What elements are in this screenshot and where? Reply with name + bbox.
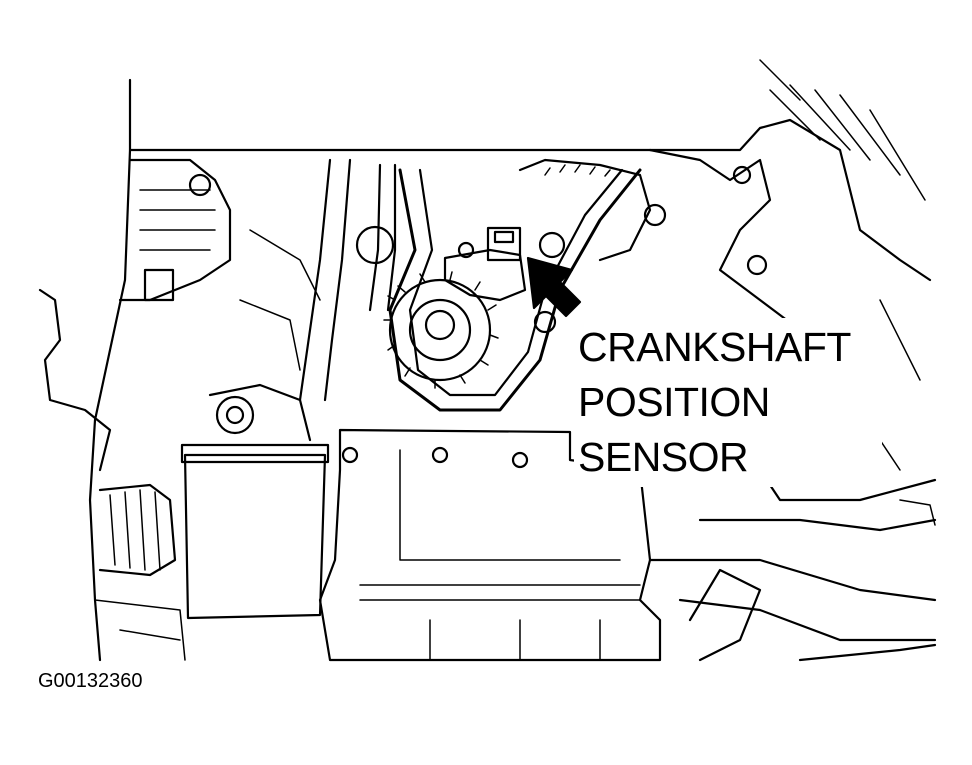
sensor-bracket: [443, 248, 527, 302]
crank-pulley: [388, 278, 492, 382]
callout-line-3: SENSOR: [578, 434, 749, 480]
filter-adapter-bolt: [215, 395, 255, 435]
upper-bolt-right: [643, 203, 667, 227]
timing-belt: [388, 168, 642, 412]
right-exhaust: [688, 568, 762, 662]
idler-pulley: [355, 225, 395, 265]
sensor-connector: [493, 230, 515, 244]
drive-axle-boot: [98, 483, 177, 577]
wiring: [239, 229, 321, 371]
hose-left: [298, 158, 332, 402]
tensioner-bolt: [533, 310, 557, 334]
pulley-teeth: [383, 271, 499, 389]
filter-adapter-bolt-inner: [225, 405, 245, 425]
callout-line-1: CRANKSHAFT: [578, 324, 851, 370]
alternator-fins: [139, 189, 216, 251]
mount-bolt: [732, 165, 752, 185]
left-lower-lines: [94, 599, 186, 661]
right-upper-lines: [759, 59, 926, 201]
cam-sprocket-area: [518, 158, 652, 262]
arrow-pointer-icon: [526, 256, 582, 318]
sensor-body: [486, 226, 522, 262]
axle-boot-ribs: [109, 489, 161, 571]
filter-bracket: [208, 383, 312, 442]
crank-pulley-bore: [424, 309, 456, 341]
oil-filter-top: [180, 443, 330, 464]
hose-right-b: [386, 163, 397, 312]
hose-right: [368, 163, 382, 312]
alternator: [118, 158, 232, 302]
sprocket-teeth: [544, 164, 611, 177]
oil-filter: [183, 453, 327, 620]
sensor-bolt: [538, 231, 566, 259]
left-frame-edge: [88, 148, 132, 662]
right-engine-mount: [648, 148, 802, 332]
oil-pan-ribs: [359, 449, 641, 661]
figure-id: G00132360: [38, 670, 143, 692]
crank-pulley-hub: [408, 298, 472, 362]
bottom-right-edge: [798, 643, 937, 662]
left-side-bracket: [38, 288, 112, 472]
right-lower-frame: [648, 558, 937, 642]
alternator-bolt: [188, 173, 212, 197]
alternator-plug: [143, 268, 175, 302]
oil-pan: [318, 428, 662, 662]
pan-bolt-b: [431, 446, 449, 464]
hose-left-b: [323, 158, 352, 402]
callout-line-2: POSITION: [578, 379, 770, 425]
mount-bolt-b: [746, 254, 768, 276]
pan-bolt-c: [511, 451, 529, 469]
timing-belt-inner: [408, 168, 624, 397]
callout-label: CRANKSHAFT POSITION SENSOR: [574, 318, 882, 487]
pan-bolt-a: [341, 446, 359, 464]
body-top-edge: [128, 78, 932, 282]
bracket-bolt: [457, 241, 475, 259]
